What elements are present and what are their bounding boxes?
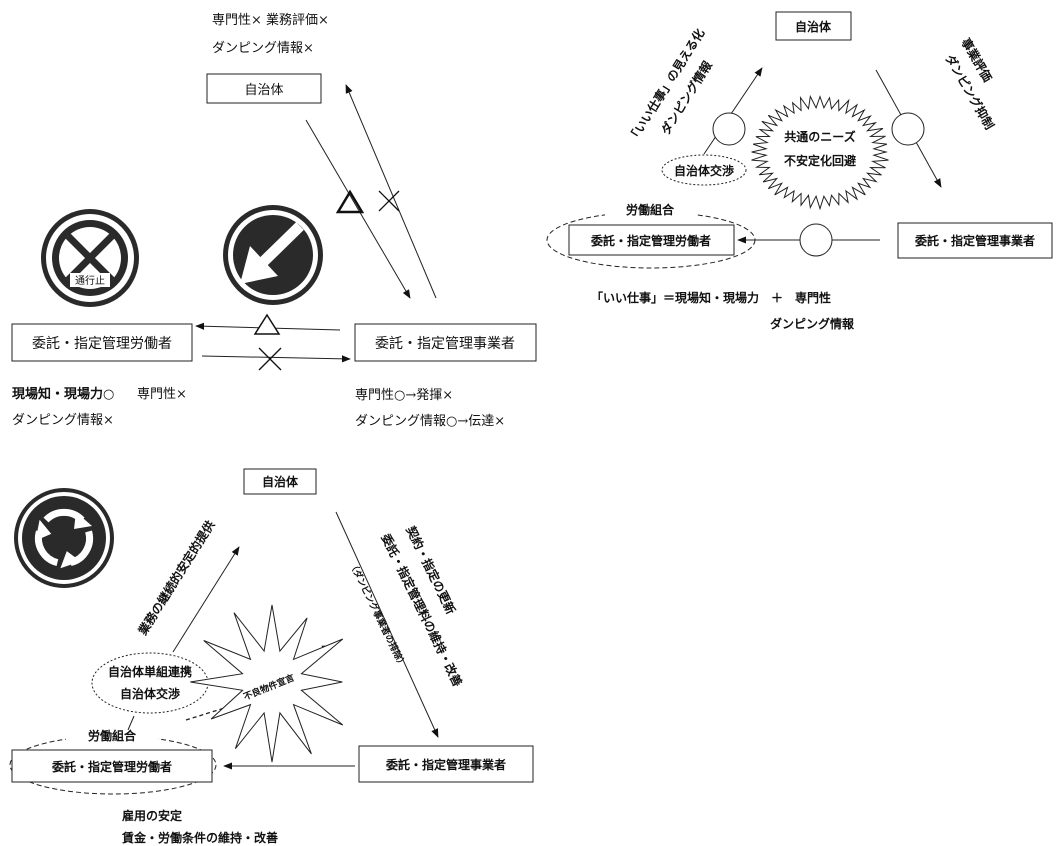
d3-alliance-1: 自治体単組連携 xyxy=(108,664,192,679)
d2-circle-mark-left xyxy=(712,112,746,146)
d3-bottom-1: 雇用の安定 xyxy=(122,808,182,823)
d1-worker-note-2: ダンピング情報× xyxy=(12,413,114,428)
d3-alliance-ellipse xyxy=(91,652,209,714)
d1-arrow-contractor-to-municipality xyxy=(345,84,437,299)
d3-union-ellipse xyxy=(9,735,217,795)
d1-worker-note-1b: 専門性× xyxy=(137,387,187,402)
d1-contractor-note-1: 専門性○→発揮× xyxy=(355,388,453,403)
roundabout-sign-icon xyxy=(14,488,114,588)
diagram-1: 専門性× 業務評価× ダンピング情報× 自治体 委託・指定管理事業者 委託・指定… xyxy=(11,12,537,429)
d2-contractor-box xyxy=(897,222,1053,259)
d1-municipality-label: 自治体 xyxy=(244,83,283,98)
d3-union-label-bg xyxy=(66,728,158,744)
d1-triangle-mark-upper xyxy=(335,189,365,214)
d2-municipality-label: 自治体 xyxy=(795,19,832,34)
diagram-2: 自治体 委託・指定管理事業者 労働組合 委託・指定管理労働者 自治体交渉 共通の… xyxy=(546,11,1053,331)
d1-contractor-label: 委託・指定管理事業者 xyxy=(375,336,515,352)
d3-municipality-box xyxy=(243,468,317,495)
no-entry-sign-icon: 通行止 xyxy=(41,209,139,307)
d3-municipality-label: 自治体 xyxy=(262,474,299,489)
d2-center-2: 不安定化回避 xyxy=(784,153,856,168)
d2-center-1: 共通のニーズ xyxy=(784,129,855,144)
d1-cross-mark-lower xyxy=(258,347,282,371)
d3-alliance-2: 自治体交渉 xyxy=(120,686,180,701)
d2-union-label: 労働組合 xyxy=(626,202,675,217)
d2-municipality-box xyxy=(775,11,852,41)
d1-worker-label: 委託・指定管理労働者 xyxy=(32,336,172,352)
d1-cross-mark-upper xyxy=(378,190,400,212)
d3-contractor-box xyxy=(358,745,534,783)
d1-contractor-box xyxy=(354,323,537,362)
d3-worker-label: 委託・指定管理労働者 xyxy=(51,759,172,774)
d3-union-label: 労働組合 xyxy=(88,728,137,743)
d2-union-label-bg xyxy=(605,203,697,219)
d1-municipality-box xyxy=(206,73,322,104)
d3-bottom-2: 賃金・労働条件の維持・改善 xyxy=(121,830,278,845)
d2-arrow-to-municipality xyxy=(703,67,763,155)
d3-contractor-label: 委託・指定管理事業者 xyxy=(385,757,506,772)
d2-negotiation-label: 自治体交渉 xyxy=(674,163,734,178)
d1-arrow-municipality-to-contractor xyxy=(305,119,411,299)
d1-top-note-1: 専門性× 業務評価× xyxy=(212,12,329,28)
d1-contractor-note-2: ダンピング情報○→伝達× xyxy=(355,414,505,429)
d2-circle-mark-right xyxy=(891,112,925,146)
d2-negotiation-ellipse xyxy=(661,154,747,186)
d3-explosion-shape xyxy=(190,604,344,763)
d2-bottom-1: 「いい仕事」＝現場知・現場力 ＋ 専門性 xyxy=(591,290,831,305)
d1-top-note-2: ダンピング情報× xyxy=(212,41,314,56)
d2-bottom-2: ダンピング情報 xyxy=(770,316,855,331)
d2-worker-label: 委託・指定管理労働者 xyxy=(590,233,711,248)
d1-worker-box xyxy=(11,323,193,362)
keep-left-sign-icon xyxy=(223,205,323,305)
d3-left-arrow-label: 業務の継続的安定的提供 xyxy=(134,518,217,639)
d2-contractor-label: 委託・指定管理事業者 xyxy=(914,233,1035,248)
d1-arrow-worker-to-contractor xyxy=(201,355,351,363)
d2-starburst-shape xyxy=(751,94,889,211)
d3-connector-alliance-union xyxy=(127,715,135,731)
d3-worker-box xyxy=(11,749,213,783)
d2-worker-box xyxy=(568,224,735,256)
d2-circle-mark-bottom xyxy=(799,223,833,257)
d3-arrow-to-municipality xyxy=(172,546,240,653)
d2-right-arrow-label-2: ダンピング抑制 xyxy=(942,52,997,132)
no-entry-sign-label: 通行止 xyxy=(75,274,105,287)
d1-triangle-mark-lower xyxy=(253,313,281,335)
roundabout-arrow-1 xyxy=(43,508,92,529)
d1-worker-note-1a: 現場知・現場力○ xyxy=(12,386,114,402)
roundabout-arrow-2 xyxy=(60,530,94,569)
d3-arrow-to-contractor xyxy=(335,511,439,738)
diagram-3: 自治体 委託・指定管理事業者 労働組合 委託・指定管理労働者 自治体単組連携 自… xyxy=(9,468,534,845)
roundabout-arrow-3 xyxy=(34,519,59,566)
